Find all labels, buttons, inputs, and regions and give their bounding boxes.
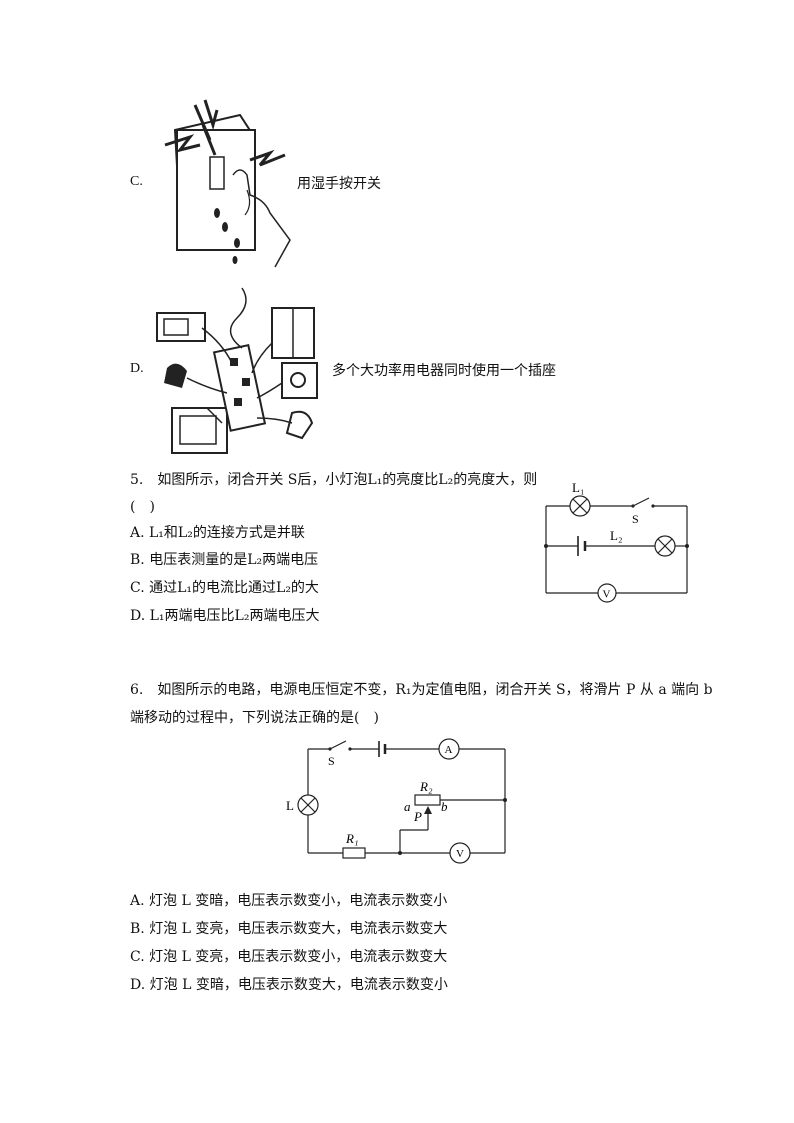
q5-voltmeter-label: V <box>603 589 611 601</box>
q6-option-c[interactable]: C. 灯泡 L 变亮，电压表示数变小，电流表示数变大 <box>130 949 448 965</box>
q6-option-a[interactable]: A. 灯泡 L 变暗，电压表示数变小，电流表示数变小 <box>130 893 448 909</box>
q6-b-end-label: b <box>441 799 448 814</box>
q6-ammeter-label: A <box>445 744 453 756</box>
q6-lamp-label: L <box>286 798 294 813</box>
q6-switch-label: S <box>328 754 335 768</box>
q5-circuit-diagram: L₁ S L₂ V <box>535 478 695 608</box>
q5-option-a[interactable]: A. L₁和L₂的连接方式是并联 <box>130 525 305 541</box>
q5-switch-label: S <box>632 512 639 526</box>
overloaded-socket-illustration <box>152 283 332 458</box>
option-d-letter: D. <box>130 361 144 376</box>
q6-voltmeter-label: V <box>456 848 464 860</box>
q5-stem-line1: 5. 如图所示，闭合开关 S后，小灯泡L₁的亮度比L₂的亮度大，则 <box>130 472 538 488</box>
wet-hand-switch-illustration <box>155 95 295 270</box>
q6-circuit-diagram: A V S L R₂ a b P R₁ <box>280 735 520 870</box>
q6-slider-label: P <box>413 809 422 824</box>
q5-stem-line2: ( ) <box>130 499 155 515</box>
q5-l1-label: L₁ <box>572 480 584 495</box>
q6-stem-line1: 6. 如图所示的电路，电源电压恒定不变，R₁为定值电阻，闭合开关 S，将滑片 P… <box>130 682 713 698</box>
q5-option-c[interactable]: C. 通过L₁的电流比通过L₂的大 <box>130 580 319 596</box>
q6-stem-line2: 端移动的过程中，下列说法正确的是( ) <box>130 710 379 726</box>
q6-a-end-label: a <box>404 799 411 814</box>
option-d-caption: 多个大功率用电器同时使用一个插座 <box>332 363 556 379</box>
option-c-caption: 用湿手按开关 <box>297 176 381 192</box>
q5-option-b[interactable]: B. 电压表测量的是L₂两端电压 <box>130 552 319 568</box>
q5-option-d[interactable]: D. L₁两端电压比L₂两端电压大 <box>130 608 320 624</box>
q6-r2-label: R₂ <box>419 779 433 794</box>
q6-r1-label: R₁ <box>345 831 358 846</box>
q5-l2-label: L₂ <box>610 528 622 543</box>
option-c-letter: C. <box>130 174 143 189</box>
q6-option-b[interactable]: B. 灯泡 L 变亮，电压表示数变大，电流表示数变大 <box>130 921 448 937</box>
q6-option-d[interactable]: D. 灯泡 L 变暗，电压表示数变大，电流表示数变小 <box>130 977 448 993</box>
